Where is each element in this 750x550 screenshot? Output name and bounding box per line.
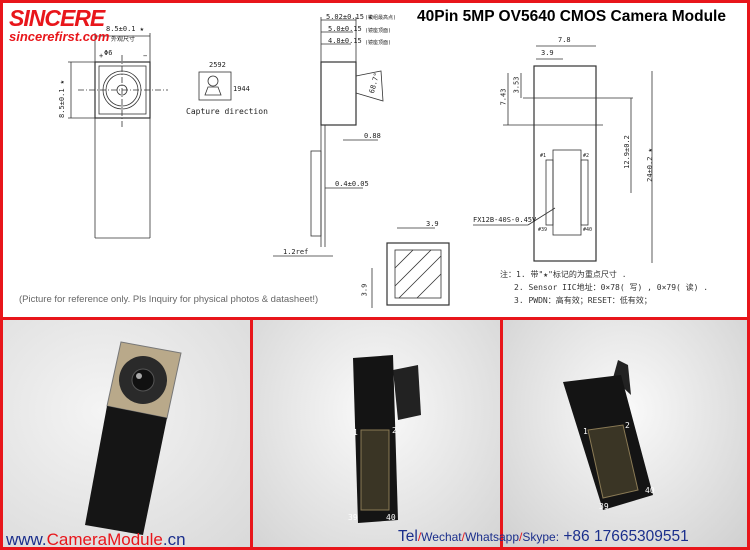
side-d2-note: (镜座顶面) — [365, 28, 392, 34]
photo3-pin2: 2 — [625, 421, 630, 430]
photo3-pin39: 39 — [599, 502, 609, 511]
side-d1-label: 5.02±0.15 ★ — [326, 13, 373, 21]
photo2-pin1: 1 — [353, 428, 358, 437]
sensor-width-label: 3.9 — [426, 220, 439, 228]
side-d2-label: 5.0±0.15 — [328, 25, 362, 33]
back-y2-label: 3.53 — [512, 76, 521, 94]
separator: / — [519, 530, 523, 544]
sensor-view — [371, 227, 450, 308]
front-width-label: 8.5±0.1 ★ — [106, 25, 144, 33]
side-d6-label: 1.2ref — [283, 248, 309, 256]
separator: / — [461, 530, 465, 544]
module-front-photo — [85, 341, 182, 535]
logo-mark: SINCERE — [9, 5, 105, 31]
photo3-pin40: 40 — [645, 486, 655, 495]
back-half-label: 3.9 — [541, 49, 554, 57]
pin40-label: #40 — [583, 227, 593, 233]
phone-number[interactable]: +86 17665309551 — [563, 528, 689, 545]
photo3-pin1: 1 — [583, 427, 588, 436]
pin1-label: #1 — [540, 153, 547, 159]
capture-direction-label: Capture direction — [186, 107, 268, 116]
pin2-label: #2 — [583, 153, 590, 159]
back-length-label: 12.9±0.2 — [622, 135, 631, 169]
notes: 注：1. 带"★"标记的为重点尺寸 . 2. Sensor IIC地址：0×78… — [500, 268, 708, 307]
back-view — [473, 45, 653, 263]
website-brand: CameraModule — [46, 530, 163, 549]
back-y1-label: 7.43 — [499, 88, 508, 106]
tel-label: Tel — [398, 528, 418, 545]
back-width-label: 7.8 — [558, 36, 571, 44]
back-total-label: 24±0.2 ★ — [645, 148, 654, 182]
module-angle-photo — [563, 360, 653, 510]
capture-h-label: 2592 — [209, 61, 226, 69]
whatsapp-label: Whatsapp — [464, 530, 520, 544]
front-view — [68, 33, 168, 239]
photo-back: 1 2 39 40 — [253, 320, 500, 547]
divider-vertical-2 — [500, 318, 503, 550]
capture-direction-diagram — [198, 71, 232, 101]
lens-diameter-label: Φ6 — [104, 49, 113, 57]
side-d3-label: 4.8±0.15 — [328, 37, 362, 45]
side-d4-label: 0.88 — [364, 132, 381, 140]
technical-drawing — [68, 17, 653, 308]
connector-label: FX12B-40S-0.45V — [473, 216, 537, 224]
contact-info: Tel/Wechat/Whatsapp/Skype: +86 176653095… — [398, 528, 689, 546]
wechat-label: Wechat — [421, 530, 462, 544]
page-title: 40Pin 5MP OV5640 CMOS Camera Module — [417, 8, 726, 25]
pin39-label: #39 — [538, 227, 548, 233]
photo-front — [3, 320, 251, 547]
front-height-label: 8.5±0.1 ★ — [57, 80, 66, 118]
logo-url: sincerefirst.com — [9, 29, 110, 44]
website-link[interactable]: www.CameraModule.cn — [6, 530, 186, 550]
separator: / — [417, 530, 422, 544]
photo-angle: 1 2 39 40 — [503, 320, 747, 547]
front-width-note: 外观尺寸 — [111, 36, 136, 43]
side-d1-note: (模组最高点) — [365, 15, 397, 21]
divider-vertical-1 — [250, 318, 253, 550]
note-3: 3. PWDN：高有效；RESET：低有效； — [514, 296, 652, 305]
website-prefix: www. — [6, 530, 47, 549]
photo2-pin39: 39 — [348, 513, 358, 522]
brand-logo: SINCERE sincerefirst.com — [9, 5, 109, 44]
plus-mark: + — [99, 52, 104, 60]
minus-mark: − — [143, 52, 148, 60]
website-tld: .cn — [162, 530, 186, 549]
sensor-height-label: 3.9 — [360, 283, 369, 297]
drawing-panel: SINCERE sincerefirst.com 40Pin 5MP OV564… — [3, 3, 747, 317]
photo2-pin2: 2 — [392, 426, 397, 435]
side-view — [273, 17, 384, 257]
reference-note: (Picture for reference only. Pls Inquiry… — [19, 294, 319, 305]
side-d5-label: 0.4±0.05 — [335, 180, 369, 188]
side-d3-note: (镜座顶面) — [365, 40, 392, 46]
capture-v-label: 1944 — [233, 85, 250, 93]
divider-horizontal — [0, 317, 750, 320]
photo2-pin40: 40 — [386, 513, 396, 522]
note-1: 注：1. 带"★"标记的为重点尺寸 . — [500, 270, 627, 279]
note-2: 2. Sensor IIC地址：0×78( 写) , 0×79( 读) . — [514, 283, 709, 292]
module-back-photo — [353, 355, 421, 523]
skype-label: Skype: — [522, 530, 560, 544]
